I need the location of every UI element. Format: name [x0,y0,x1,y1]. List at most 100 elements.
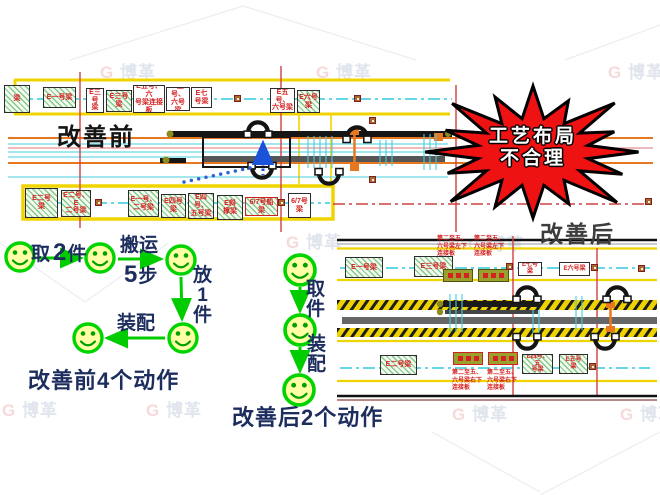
label-assemble: 装配 [117,313,156,334]
carry-qty: 5 [124,261,138,288]
brand-logo-icon: G [146,401,161,420]
component-dot [465,356,471,361]
plate-note: 第二至五、 六号梁右下 连接板 [487,370,518,391]
brand-name: 博革 [466,405,508,424]
cad-tick-lines [307,134,437,170]
claw-icon [166,130,174,138]
datum-marker [234,95,241,102]
hazard-band [337,300,657,310]
datum-marker [589,363,596,370]
cad-box: E五号、 六号梁 [270,88,295,113]
clamp-icon [513,287,541,302]
hazard-band [337,328,657,337]
smiley-icon [4,241,36,273]
label-put: 放 1 件 [193,265,213,326]
brand-watermark: G 博革 [286,228,342,253]
after-caption: 改善后2个动作 [232,405,384,430]
cad-box: E三号 梁 [86,88,104,113]
brand-watermark: G 博革 [2,396,58,421]
cad-box: E七号梁 [191,87,212,108]
label-assemble-after: 装 配 [307,334,327,375]
move-path-dots [182,165,256,184]
clamp-icon [244,122,272,137]
cad-box: 6/7号船梁 [245,197,278,216]
clamp-icon [603,287,631,302]
clamp-icon [248,163,276,178]
smiley-icon [165,244,197,276]
before-caption: 改善前4个动作 [28,368,180,393]
take-word: 取 [31,244,51,265]
component-dot [500,356,506,361]
component-dot [463,273,469,278]
flow-arrow [171,276,192,322]
after-flow-diagram [282,253,317,407]
after-title: 改善后 [540,221,615,247]
brand-name: 博革 [160,401,202,420]
cad-box [453,352,483,365]
brand-logo-icon: G [286,233,301,252]
component-dot [455,273,461,278]
take-unit: 件 [67,244,87,265]
datum-marker [506,263,513,270]
datum-marker [369,176,376,183]
cad-box: E一号、 二号梁 [128,190,159,217]
cad-box: E四号、 五号梁 [188,193,214,219]
brand-name: 博革 [16,401,58,420]
smiley-icon [72,322,104,354]
brand-logo-icon: G [2,401,17,420]
component-dot [473,356,479,361]
brand-watermark: G 博革 [452,400,508,425]
cad-box: E二号 梁 [25,188,58,218]
label-carry-steps: 5步 [124,262,157,287]
clamp-icon [343,127,371,142]
cad-box: 梁 [4,85,30,113]
cad-box: E五号、 六号梁 [166,87,190,111]
clamp-icon [315,169,343,184]
smiley-icon [84,242,116,274]
datum-marker [95,199,102,206]
claw-icon [162,156,170,164]
cad-box: E二号、E 二号梁 [61,190,91,217]
take-qty: 2 [53,239,67,266]
label-take-after: 取 件 [306,279,326,320]
before-machine [160,122,452,183]
brand-name: 博革 [330,63,372,82]
cad-box: E一号梁 [345,257,383,278]
brand-watermark: G 博革 [620,400,660,425]
label-carry: 搬运 [120,235,159,256]
brand-logo-icon: G [316,63,331,82]
cad-box: E四号梁 [161,194,186,218]
brand-name: 博革 [622,63,660,82]
claw-icon [436,300,444,308]
datum-marker [638,265,645,272]
component-dot [457,356,463,361]
cad-box: E四号、五 号梁 [522,354,553,374]
cad-box: E六号梁 [297,90,320,113]
cad-box [443,269,473,282]
brand-logo-icon: G [620,405,635,424]
brand-name: 博革 [639,405,660,424]
brand-watermark: G 博革 [100,58,156,83]
brand-logo-icon: G [452,405,467,424]
component-dot [492,356,498,361]
before-title: 改善前 [57,124,135,151]
starburst-line1: 工艺布局 [488,126,577,147]
after-machine [337,287,657,348]
brand-watermark: G 博革 [608,58,660,83]
component-dot [447,273,453,278]
datum-marker [354,95,361,102]
datum-marker [278,199,285,206]
plate-note: 第二至五、 六号梁左下 连接板 [437,236,468,257]
brand-logo-icon: G [100,63,115,82]
cad-box: E三号梁 [106,90,132,112]
smiley-icon [167,322,199,354]
datum-marker [369,117,376,124]
cad-box: E二号梁 [380,355,417,375]
clamp-icon [513,334,541,349]
component-dot [508,356,514,361]
brand-logo-icon: G [608,63,623,82]
carry-unit: 步 [138,266,158,287]
plate-note: 第二至五、 六号梁右下 连接板 [452,370,483,391]
